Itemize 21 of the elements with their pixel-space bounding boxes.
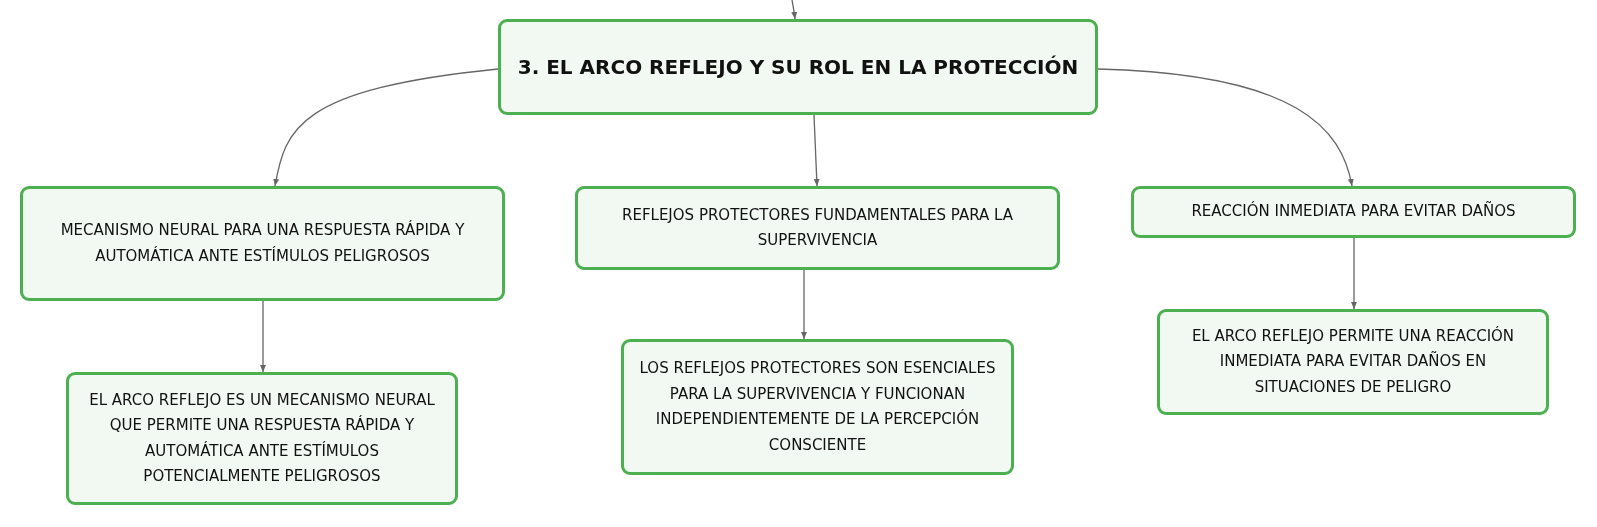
node-text: LOS REFLEJOS PROTECTORES SON ESENCIALES PARA LA SUPERVIVENCIA Y FUNCIONAN INDEPENDIENTEMENTE DE LA PERCEPCIÓN CONSCIENTE [638,358,997,456]
subtopic-box [621,339,1014,475]
node-text: EL ARCO REFLEJO PERMITE UNA REACCIÓN INMEDIATA PARA EVITAR DAÑOS EN SITUACIONES DE PELIGRO [1190,325,1516,398]
node-text: 3. EL ARCO REFLEJO Y SU ROL EN LA PROTECCIÓN [517,54,1079,80]
node-text: REFLEJOS PROTECTORES FUNDAMENTALES PARA LA SUPERVIVENCIA [621,204,1014,251]
connector-arrow [260,300,266,373]
connector-arrow [801,269,807,340]
subtopic-box [20,186,505,301]
node-text: MECANISMO NEURAL PARA UNA RESPUESTA RÁPIDA Y AUTOMÁTICA ANTE ESTÍMULOS PELIGROSOS [59,219,466,267]
connector-arrow [273,68,499,187]
connector-arrow [1351,237,1357,310]
connector-arrow [813,114,820,187]
topic-box [498,19,1098,115]
node-text: REACCIÓN INMEDIATA PARA EVITAR DAÑOS [1191,200,1516,223]
subtopic-box [66,372,458,505]
subtopic-box [575,186,1060,270]
subtopic-box [1131,186,1576,238]
connector-arrow [1097,68,1354,187]
connector-arrow [791,0,798,20]
node-text: EL ARCO REFLEJO ES UN MECANISMO NEURAL QUE PERMITE UNA RESPUESTA RÁPIDA Y AUTOMÁTICA ANTE ESTÍMULOS POTENCIALMENTE PELIGROSOS [88,389,436,487]
subtopic-box [1157,309,1549,415]
